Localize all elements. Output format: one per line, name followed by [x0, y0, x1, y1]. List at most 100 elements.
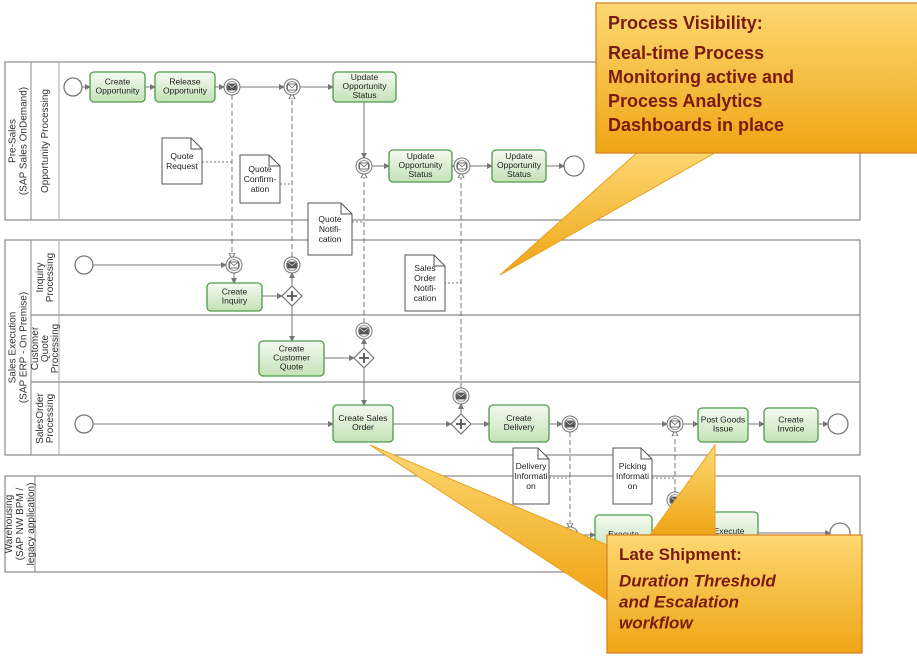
envelope-flap	[229, 261, 239, 266]
task-box[interactable]	[258, 340, 325, 377]
task-label: Execute	[608, 529, 639, 539]
document-shape	[612, 447, 653, 505]
message-throw-event	[452, 387, 470, 405]
envelope-flap	[565, 420, 575, 425]
message-throw-event	[283, 256, 301, 274]
task-label-line: Issue	[713, 424, 734, 434]
document-label-line: cation	[414, 293, 437, 303]
pool-label-warehousing: Warehousing(SAP NW BPM /legacy applicati…	[4, 483, 37, 566]
document-shape	[239, 154, 281, 204]
task-box[interactable]	[154, 71, 216, 103]
end-event-salesorder-ring	[827, 413, 849, 435]
message-throw-event	[561, 415, 579, 433]
envelope-flap	[670, 420, 680, 425]
task-label-line: Create	[778, 415, 804, 425]
lane-label: Opportunity Processing	[40, 89, 51, 193]
callout-title: Process Visibility:	[608, 13, 763, 33]
pool-label-sales_exec-line: Sales Execution	[8, 312, 19, 384]
callout-body-line: Monitoring active and	[608, 67, 794, 87]
parallel-gateway	[450, 413, 472, 435]
task-box[interactable]	[491, 149, 547, 183]
document-label-line: Informati	[616, 471, 649, 481]
envelope-icon	[229, 261, 239, 269]
document-label-line: Quote	[248, 164, 271, 174]
document-fold	[640, 448, 652, 460]
document-label-line: Informati	[514, 471, 547, 481]
callout-body-line: Process Analytics	[608, 91, 762, 111]
envelope-icon	[565, 420, 575, 428]
document-shape	[512, 447, 550, 505]
lane-label: CustomerQuoteProcessing	[30, 324, 61, 373]
task-label-line: Opportunity	[343, 81, 388, 91]
task-box[interactable]	[332, 404, 394, 443]
task-label-line: Post Goods	[701, 415, 745, 425]
pool-label-sales_exec-line: (SAP ERP - On Premise)	[19, 292, 30, 403]
task-box[interactable]	[332, 71, 397, 103]
callout-body-line: Real-time Process	[608, 43, 764, 63]
task-label-line: Create	[105, 77, 131, 87]
document-label-line: Quote	[170, 151, 193, 161]
task-box[interactable]	[697, 407, 749, 443]
envelope-icon	[359, 162, 369, 170]
callout-body-line: Duration Threshold	[619, 571, 776, 590]
task-box[interactable]	[388, 149, 453, 183]
start-event-salesorder	[74, 414, 94, 434]
task-label-line: Status	[408, 169, 432, 179]
envelope-flap	[359, 327, 369, 332]
task-label-line: Update	[505, 151, 533, 161]
task-label-line: Delivery	[504, 422, 535, 432]
start-event-inquiry-ring	[74, 255, 94, 275]
task-label-line: Create	[279, 344, 305, 354]
envelope-icon	[457, 162, 467, 170]
callout-body-line: Dashboards in place	[608, 115, 784, 135]
document-shape	[404, 254, 446, 312]
document-label-line: Notifi-	[414, 283, 436, 293]
task-box[interactable]	[488, 404, 550, 443]
envelope-icon	[359, 327, 369, 335]
message-catch-event	[283, 78, 301, 96]
end-event-salesorder	[827, 413, 849, 435]
task-box[interactable]	[763, 407, 819, 443]
pool-label-sales_exec: Sales Execution(SAP ERP - On Premise)	[8, 292, 30, 403]
task-label-line: Create	[222, 287, 248, 297]
envelope-icon	[287, 83, 297, 91]
pool-label-presales-line: (SAP Sales OnDemand)	[19, 87, 30, 195]
task-box[interactable]	[89, 71, 146, 103]
pool-label-warehousing-line: Warehousing	[4, 495, 15, 554]
envelope-icon	[227, 83, 237, 91]
document-label-line: cation	[319, 234, 342, 244]
lane-label: InquiryProcessing	[35, 253, 56, 302]
envelope-icon	[456, 392, 466, 400]
task-label-line: Customer	[273, 353, 310, 363]
task-box[interactable]	[206, 282, 263, 312]
lane-label-line: Processing	[50, 324, 61, 373]
start-event-salesorder-ring	[74, 414, 94, 434]
